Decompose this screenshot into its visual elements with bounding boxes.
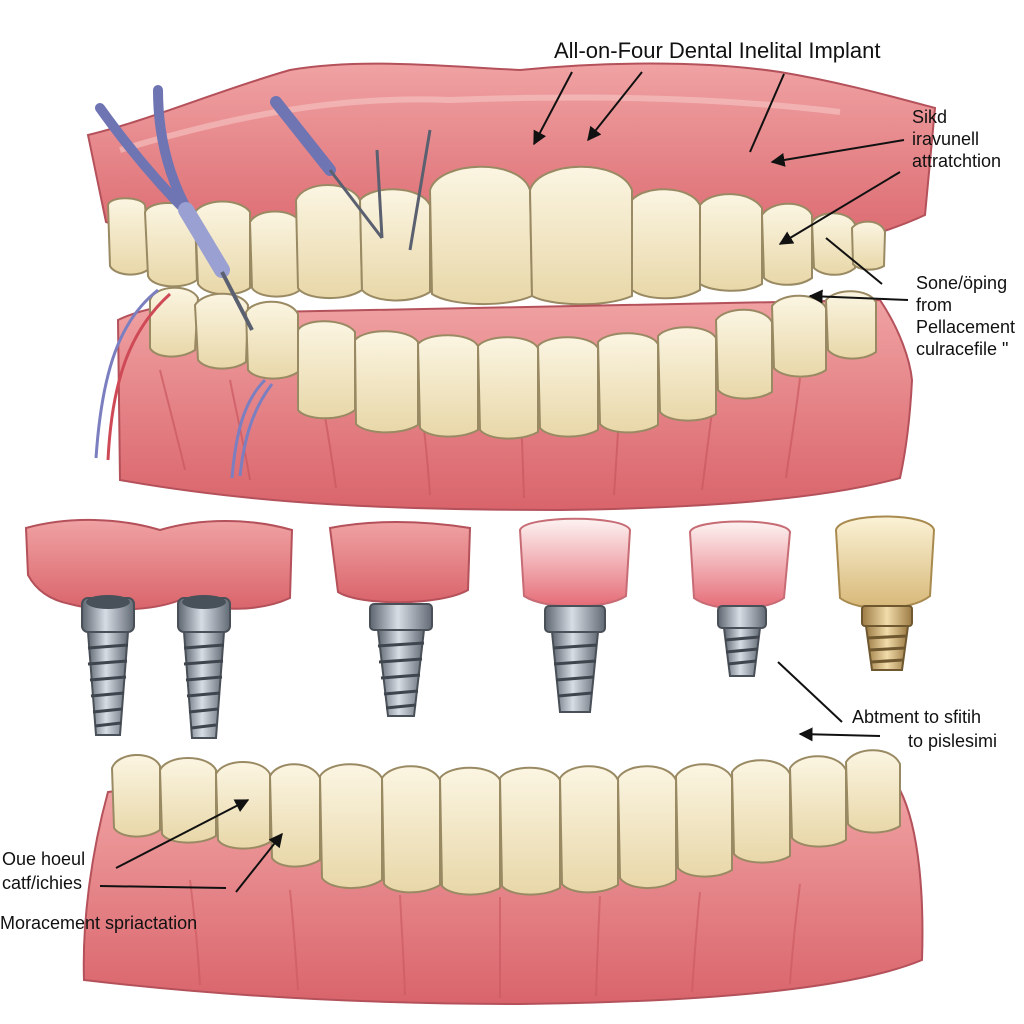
- middle-tooth: [536, 336, 599, 438]
- middle-tooth: [416, 334, 479, 438]
- middle-teeth: [149, 286, 877, 440]
- middle-tooth: [244, 300, 299, 380]
- implant-screw-icon: [369, 603, 433, 717]
- upper-tooth: [106, 197, 152, 276]
- upper-tooth: [760, 202, 813, 286]
- diagram-title: All-on-Four Dental Inelital Implant: [554, 38, 881, 63]
- label-upper-right-3: attratchtion: [912, 151, 1002, 171]
- lower-jaw: [82, 749, 924, 1006]
- implant-screw-icon: [81, 595, 135, 736]
- label-abutment-1: Abtment to sfitih: [852, 707, 982, 727]
- lower-tooth: [380, 765, 441, 894]
- label-upper-right-2: iravunell: [912, 129, 980, 149]
- nerve-lines: [94, 288, 274, 479]
- label-lower-left-2: catf/ichies: [2, 873, 83, 893]
- middle-tooth: [149, 286, 200, 358]
- middle-tooth: [824, 290, 877, 360]
- upper-tooth: [294, 184, 364, 300]
- upper-tooth: [358, 188, 431, 302]
- lower-tooth: [438, 766, 501, 896]
- middle-tooth: [476, 336, 539, 440]
- upper-tooth: [699, 193, 763, 292]
- upper-tooth: [248, 210, 301, 298]
- middle-tooth: [596, 332, 659, 434]
- upper-tooth: [428, 165, 534, 306]
- crown-icon: [518, 517, 632, 713]
- bridge-gum-segment: [24, 519, 294, 611]
- lower-tooth: [788, 755, 847, 848]
- lower-tooth: [730, 759, 791, 864]
- crown-icon: [688, 520, 792, 677]
- lower-tooth: [268, 763, 321, 868]
- upper-jaw: [86, 62, 937, 306]
- label-mid-right-3: Pellacement: [916, 317, 1016, 337]
- middle-tooth: [770, 294, 827, 378]
- label-abutment-2: to pislesimi: [908, 731, 998, 751]
- lower-tooth: [110, 753, 161, 838]
- lower-tooth: [318, 763, 383, 890]
- middle-tooth: [656, 326, 717, 422]
- label-mid-right-4: culracefile ": [916, 339, 1009, 359]
- lower-gum-roots: [189, 879, 801, 998]
- label-lower-left-1: Oue hoeul: [2, 849, 86, 869]
- crown-icon: [834, 515, 936, 671]
- upper-tooth: [631, 188, 701, 300]
- label-mid-right-1: Sone/öping: [916, 273, 1008, 293]
- upper-tooth: [850, 220, 887, 271]
- dental-explorer-icon: [270, 96, 432, 251]
- lower-tooth: [498, 766, 561, 896]
- label-mid-right-2: from: [916, 295, 952, 315]
- implant-components: [24, 515, 936, 739]
- middle-jaw: [94, 286, 914, 512]
- middle-tooth: [353, 330, 419, 434]
- lower-tooth: [844, 749, 901, 834]
- lower-tooth: [616, 765, 677, 890]
- dental-probe-icon: [95, 85, 254, 331]
- leader-lines: [99, 71, 909, 893]
- upper-tooth: [528, 165, 633, 306]
- single-gum-segment: [328, 521, 472, 604]
- middle-tooth: [297, 320, 356, 420]
- lower-tooth: [558, 765, 619, 894]
- lower-teeth: [110, 749, 901, 896]
- lower-tooth: [674, 763, 733, 878]
- upper-gum-highlight: [119, 94, 841, 153]
- label-upper-right-1: Sikd: [912, 107, 948, 127]
- implant-screw-icon: [177, 595, 231, 739]
- label-bottom-left: Moracement spriactation: [0, 913, 198, 933]
- middle-tooth: [714, 308, 773, 400]
- lower-tooth: [214, 761, 271, 850]
